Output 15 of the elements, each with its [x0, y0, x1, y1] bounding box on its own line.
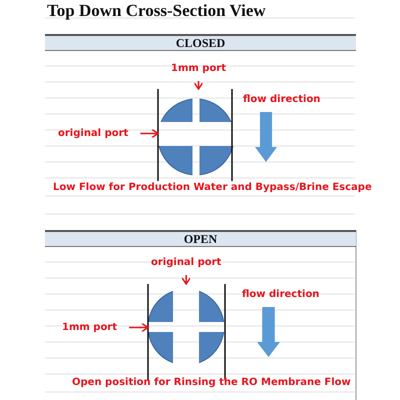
flow-direction-label: flow direction: [243, 93, 320, 106]
section-header: CLOSED: [45, 34, 356, 51]
arrow: [194, 81, 204, 90]
port-label: 1mm port: [171, 62, 226, 75]
section-header: OPEN: [45, 230, 356, 247]
caption: Low Flow for Production Water and Bypass/Brine Escape: [53, 181, 372, 194]
flow-direction-label: flow direction: [242, 288, 320, 301]
arrow: [181, 275, 191, 285]
arrow: [129, 322, 149, 332]
caption: Open position for Rinsing the RO Membrane Flow: [72, 376, 351, 389]
title: Top Down Cross-Section View: [47, 1, 266, 21]
arrow: [140, 128, 159, 138]
port-label: 1mm port: [62, 321, 118, 334]
port-label: original port: [151, 256, 222, 269]
port-label: original port: [58, 127, 128, 140]
